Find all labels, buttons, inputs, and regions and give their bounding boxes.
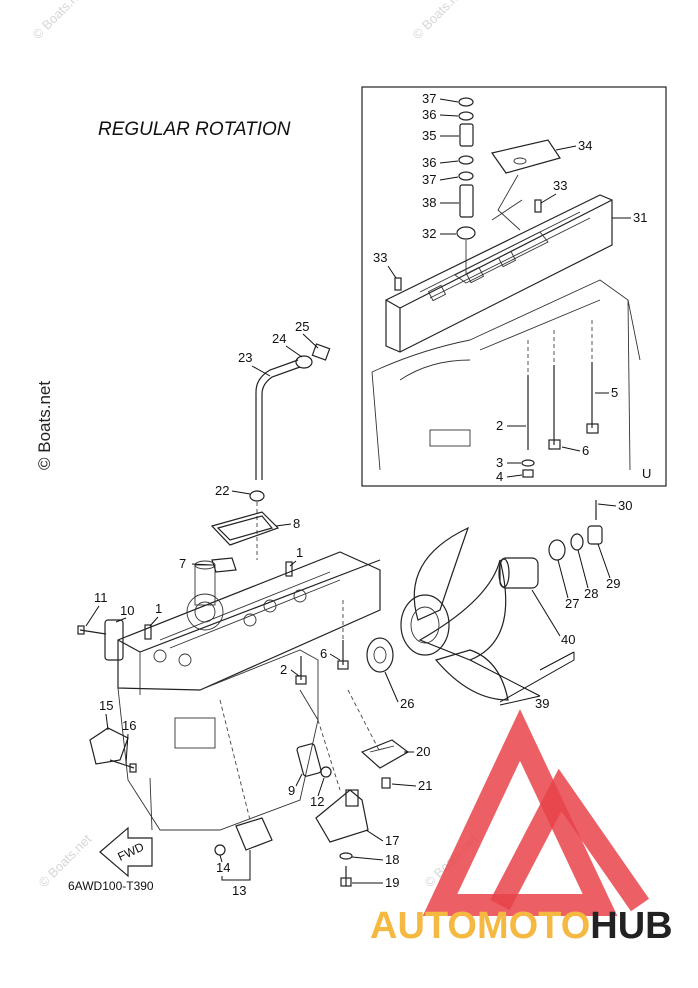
- label-19: 19: [385, 875, 399, 890]
- label-28: 28: [584, 586, 598, 601]
- label-38: 38: [422, 195, 436, 210]
- label-37-top: 37: [422, 91, 436, 106]
- label-8: 8: [293, 516, 300, 531]
- cover-15: [89, 727, 137, 773]
- anode-13: [214, 817, 273, 856]
- label-36-bottom: 36: [422, 155, 436, 170]
- anode-9: [296, 743, 332, 778]
- brand-auto: AUTO: [370, 905, 477, 947]
- label-23: 23: [238, 350, 252, 365]
- diagram-heading: REGULAR ROTATION: [98, 119, 291, 140]
- label-7: 7: [179, 556, 186, 571]
- brand-hub: HUB: [590, 905, 672, 947]
- label-15: 15: [99, 698, 113, 713]
- label-17: 17: [385, 833, 399, 848]
- label-24: 24: [272, 331, 286, 346]
- inset-bolts: [521, 320, 599, 478]
- cover-20: [360, 739, 410, 789]
- label-21: 21: [418, 778, 432, 793]
- label-18: 18: [385, 852, 399, 867]
- label-25: 25: [295, 319, 309, 334]
- fwd-arrow: FWD: [99, 826, 153, 878]
- label-1-left: 1: [155, 601, 162, 616]
- propeller-39: [400, 526, 509, 701]
- label-11: 11: [94, 590, 108, 605]
- label-14: 14: [216, 860, 230, 875]
- label-35: 35: [422, 128, 436, 143]
- bushing-40: [498, 500, 603, 589]
- label-2-inset: 2: [496, 418, 503, 433]
- upper-casing-31: [371, 194, 641, 471]
- label-22: 22: [215, 483, 229, 498]
- label-6-inset: 6: [582, 443, 589, 458]
- label-36-top: 36: [422, 107, 436, 122]
- label-4: 4: [496, 469, 503, 484]
- watermark-side: © Boats.net: [35, 381, 54, 470]
- label-16: 16: [122, 718, 136, 733]
- label-39: 39: [535, 696, 549, 711]
- label-29: 29: [606, 576, 620, 591]
- main-bolts: [295, 640, 349, 720]
- thrust-washer-26: [366, 637, 394, 673]
- label-6-main: 6: [320, 646, 327, 661]
- anode-10: [77, 619, 124, 661]
- label-9: 9: [288, 783, 295, 798]
- water-tube-stack: [394, 97, 561, 291]
- label-2-main: 2: [280, 662, 287, 677]
- label-40: 40: [561, 632, 575, 647]
- brand-moto: MOTO: [477, 905, 590, 947]
- label-27: 27: [565, 596, 579, 611]
- brand-wordmark: AUTOMOTOHUB: [370, 905, 673, 947]
- label-20: 20: [416, 744, 430, 759]
- label-34: 34: [578, 138, 592, 153]
- label-30: 30: [618, 498, 632, 513]
- label-32: 32: [422, 226, 436, 241]
- label-31: 31: [633, 210, 647, 225]
- diagram-code: 6AWD100-T390: [68, 879, 154, 893]
- inset-frame: [361, 86, 667, 487]
- label-37-bottom: 37: [422, 172, 436, 187]
- label-13: 13: [232, 883, 246, 898]
- brand-logo: [422, 709, 650, 916]
- label-33-left: 33: [373, 250, 387, 265]
- fwd-label: FWD: [115, 840, 146, 864]
- watermark-top-left: © Boats.net: [30, 0, 89, 42]
- watermark-top-right: © Boats.net: [410, 0, 469, 42]
- label-1-right: 1: [296, 545, 303, 560]
- label-10: 10: [120, 603, 134, 618]
- gasket-8: [210, 511, 280, 573]
- lower-casing: [117, 551, 381, 831]
- label-26: 26: [400, 696, 414, 711]
- label-3: 3: [496, 455, 503, 470]
- label-33-right: 33: [553, 178, 567, 193]
- label-5: 5: [611, 385, 618, 400]
- trim-tab-17: [315, 789, 369, 887]
- water-hose-23: [249, 343, 331, 560]
- label-12: 12: [310, 794, 324, 809]
- inset-mark: U: [642, 466, 651, 481]
